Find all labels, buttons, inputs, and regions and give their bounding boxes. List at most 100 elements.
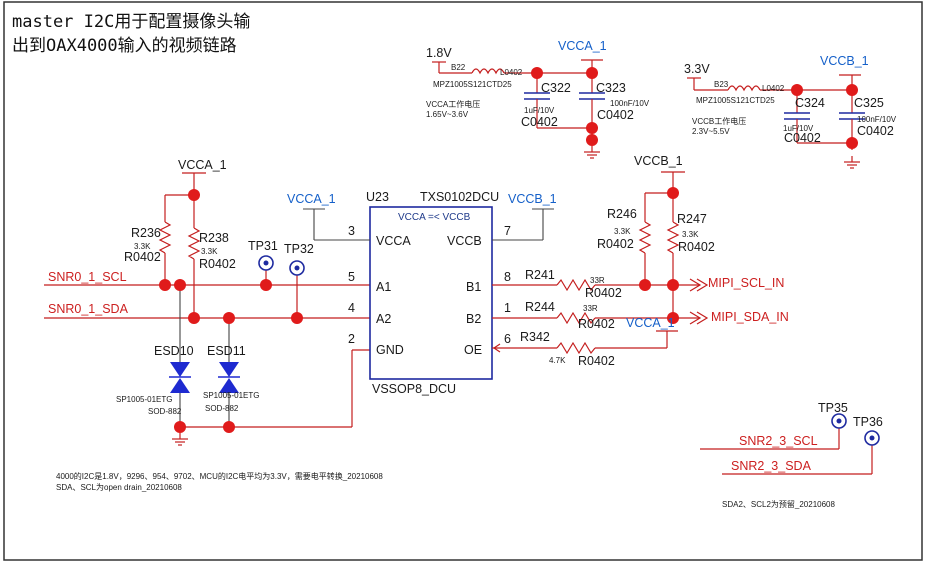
res-r244-value: 33R <box>583 304 598 313</box>
net-3v3-label: 3.3V <box>684 62 710 76</box>
net-vccb1-right-label: VCCB_1 <box>634 154 683 168</box>
u23-pin6-name: OE <box>464 343 482 357</box>
esd-diode-esd10 <box>169 362 191 393</box>
test-point-tp36 <box>864 430 880 446</box>
cap-c322-value: 1uF/10V <box>524 106 555 115</box>
u23-pin4-num: 4 <box>348 301 355 315</box>
note-reserved: SDA2、SCL2为预留_20210608 <box>722 499 836 509</box>
res-r236-value: 3.3K <box>134 242 151 251</box>
res-r342-ref: R342 <box>520 330 550 344</box>
res-r236-pkg: R0402 <box>124 250 161 264</box>
u23-pin4-name: A2 <box>376 312 391 326</box>
u23-package: VSSOP8_DCU <box>372 382 456 396</box>
res-r238-pkg: R0402 <box>199 257 236 271</box>
net-vcca1-ic-label: VCCA_1 <box>287 192 336 206</box>
cap-c325-ref: C325 <box>854 96 884 110</box>
u23-pin2-num: 2 <box>348 332 355 346</box>
tp36-label: TP36 <box>853 415 883 429</box>
tp31-label: TP31 <box>248 239 278 253</box>
net-vccb1-ic-label: VCCB_1 <box>508 192 557 206</box>
res-r246-pkg: R0402 <box>597 237 634 251</box>
net-vcca1-label: VCCA_1 <box>558 39 607 53</box>
cap-c324-ref: C324 <box>795 96 825 110</box>
tp32-label: TP32 <box>284 242 314 256</box>
cap-c323-ref: C323 <box>596 81 626 95</box>
res-r241-pkg: R0402 <box>585 286 622 300</box>
bead-b22-pkg: L0402 <box>500 68 523 77</box>
tp35-label: TP35 <box>818 401 848 415</box>
res-r246-ref: R246 <box>607 207 637 221</box>
cap-c324-value: 1uF/10V <box>783 124 814 133</box>
u23-pin3-num: 3 <box>348 224 355 238</box>
bead-b23-pkg: L0402 <box>762 84 785 93</box>
cap-c325-pkg: C0402 <box>857 124 894 138</box>
u23-pin8-name: B1 <box>466 280 481 294</box>
u23-pin6-num: 6 <box>504 332 511 346</box>
cap-c324-pkg: C0402 <box>784 131 821 145</box>
res-r342-pkg: R0402 <box>578 354 615 368</box>
res-r247-value: 3.3K <box>682 230 699 239</box>
net-snr0-scl-label: SNR0_1_SCL <box>48 270 127 284</box>
left-pullup-network <box>44 172 370 446</box>
test-point-tp31 <box>258 255 274 271</box>
net-snr0-sda-label: SNR0_1_SDA <box>48 302 129 316</box>
res-r238-ref: R238 <box>199 231 229 245</box>
res-r246-value: 3.3K <box>614 227 631 236</box>
cap-c323-value: 100nF/10V <box>610 99 650 108</box>
cap-c323-pkg: C0402 <box>597 108 634 122</box>
bead-b23-part: MPZ1005S121CTD25 <box>696 96 775 105</box>
esd11-part: SP1005-01ETG <box>203 391 259 400</box>
sheet-border <box>3 1 923 561</box>
net-vcca1-oe-label: VCCA_1 <box>626 316 675 330</box>
res-r342-value: 4.7K <box>549 356 566 365</box>
u23-pin1-name: B2 <box>466 312 481 326</box>
level-shifter-u23 <box>303 206 554 380</box>
test-point-tp32 <box>289 260 305 276</box>
esd11-ref: ESD11 <box>207 344 246 358</box>
esd-diode-esd11 <box>218 362 240 393</box>
res-r238-value: 3.3K <box>201 247 218 256</box>
res-r247-ref: R247 <box>677 212 707 226</box>
res-r247-pkg: R0402 <box>678 240 715 254</box>
u23-pin3-name: VCCA <box>376 234 411 248</box>
res-r244-ref: R244 <box>525 300 555 314</box>
u23-voltage-note: VCCA =< VCCB <box>398 212 471 223</box>
u23-pin7-num: 7 <box>504 224 511 238</box>
right-pullup-network <box>492 171 709 355</box>
esd11-pkg: SOD-882 <box>205 404 239 413</box>
bead-b22-part: MPZ1005S121CTD25 <box>433 80 512 89</box>
u23-pin8-num: 8 <box>504 270 511 284</box>
res-r244-pkg: R0402 <box>578 317 615 331</box>
esd10-ref: ESD10 <box>154 344 194 358</box>
esd10-pkg: SOD-882 <box>148 407 182 416</box>
cap-c322-ref: C322 <box>541 81 571 95</box>
u23-ref: U23 <box>366 190 389 204</box>
net-vcca1-left-label: VCCA_1 <box>178 158 227 172</box>
u23-pin5-name: A1 <box>376 280 391 294</box>
net-vccb1-label: VCCB_1 <box>820 54 869 68</box>
net-snr2-scl-label: SNR2_3_SCL <box>739 434 818 448</box>
bead-b22-ref: B22 <box>451 63 466 72</box>
res-r241-ref: R241 <box>525 268 555 282</box>
rail-1v8-filter <box>432 59 605 159</box>
vcca-note-line1: VCCA工作电压 <box>426 99 480 109</box>
net-snr2-sda-label: SNR2_3_SDA <box>731 459 812 473</box>
u23-pin5-num: 5 <box>348 270 355 284</box>
note-open-drain: SDA、SCL为open drain_20210608 <box>56 482 182 492</box>
res-r241-value: 33R <box>590 276 605 285</box>
res-r236-ref: R236 <box>131 226 161 240</box>
sheet-title-line2: 出到OAX4000输入的视频链路 <box>12 36 237 56</box>
u23-pin7-name: VCCB <box>447 234 482 248</box>
bead-b23-ref: B23 <box>714 80 729 89</box>
esd10-part: SP1005-01ETG <box>116 395 172 404</box>
cap-c325-value: 100nF/10V <box>857 115 897 124</box>
test-point-tp35 <box>831 413 847 429</box>
net-mipi-sda-label: MIPI_SDA_IN <box>711 310 789 324</box>
vccb-note-line2: 2.3V~5.5V <box>692 127 730 136</box>
net-1v8-label: 1.8V <box>426 46 452 60</box>
vccb-note-line1: VCCB工作电压 <box>692 116 746 126</box>
vcca-note-line2: 1.65V~3.6V <box>426 110 469 119</box>
net-mipi-scl-label: MIPI_SCL_IN <box>708 276 784 290</box>
sheet-title-line1: master I2C用于配置摄像头输 <box>12 12 250 32</box>
